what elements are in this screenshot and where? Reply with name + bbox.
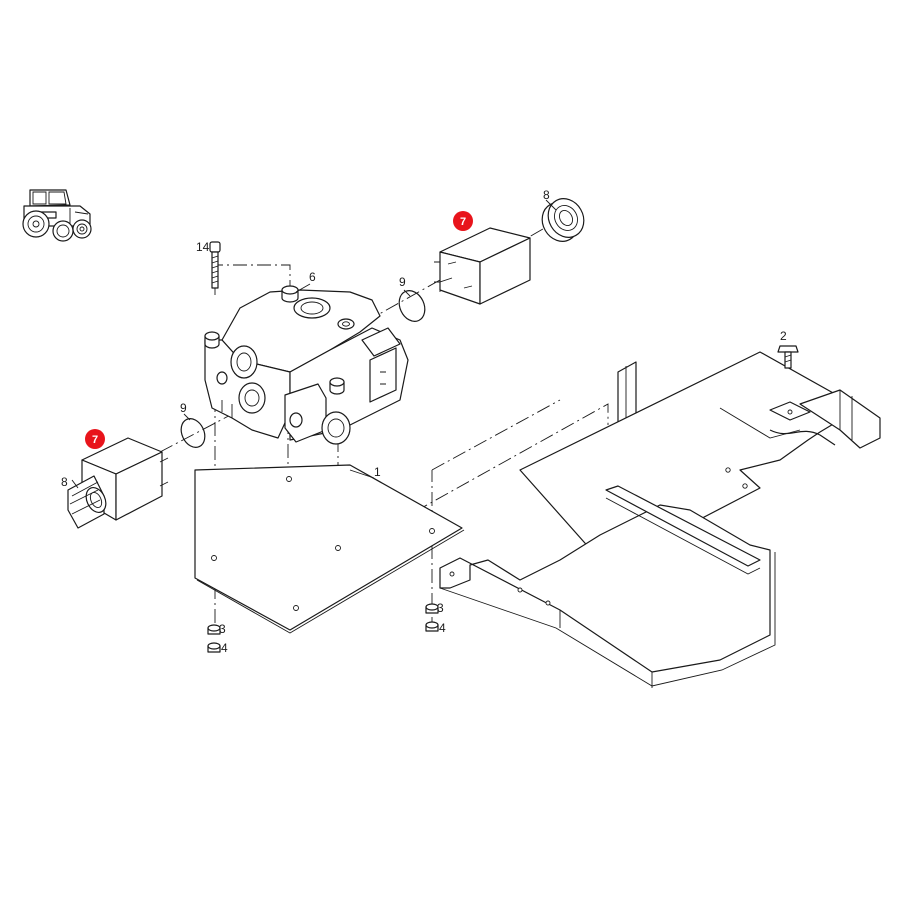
callout-2: 2 <box>780 329 787 343</box>
frame-bracket <box>439 351 881 688</box>
tractor-icon <box>22 189 92 242</box>
callout-4-left: 4 <box>221 641 228 655</box>
coil-nut-upper <box>541 198 585 242</box>
callout-9-lower: 9 <box>180 401 187 415</box>
mounting-plate <box>194 464 465 634</box>
callout-1: 1 <box>374 465 381 479</box>
nut-washer-left <box>207 624 221 653</box>
o-ring-lower <box>180 418 206 448</box>
bolt <box>209 241 221 289</box>
leader-lines <box>71 199 557 489</box>
callout-4-right: 4 <box>439 621 446 635</box>
callout-8-upper: 8 <box>543 188 550 202</box>
callout-9-upper: 9 <box>399 275 406 289</box>
callout-8-lower: 8 <box>61 475 68 489</box>
solenoid-coil-upper <box>434 227 531 305</box>
callout-3-left: 3 <box>219 622 226 636</box>
highlight-badge-upper[interactable]: 7 <box>453 211 473 231</box>
callout-7-lower: 7 <box>92 434 98 446</box>
badge-circle-upper <box>453 211 473 231</box>
valve-body <box>204 285 409 445</box>
callout-14: 14 <box>196 240 210 254</box>
nut-washer-right <box>425 603 439 632</box>
coil-nut-lower <box>67 475 107 529</box>
small-bolt <box>777 345 799 369</box>
o-ring-upper <box>398 290 426 322</box>
callout-6: 6 <box>309 270 316 284</box>
callout-7-upper: 7 <box>460 216 466 228</box>
callout-3-right: 3 <box>437 601 444 615</box>
highlight-badge-lower[interactable]: 7 <box>85 429 105 449</box>
badge-circle-lower <box>85 429 105 449</box>
